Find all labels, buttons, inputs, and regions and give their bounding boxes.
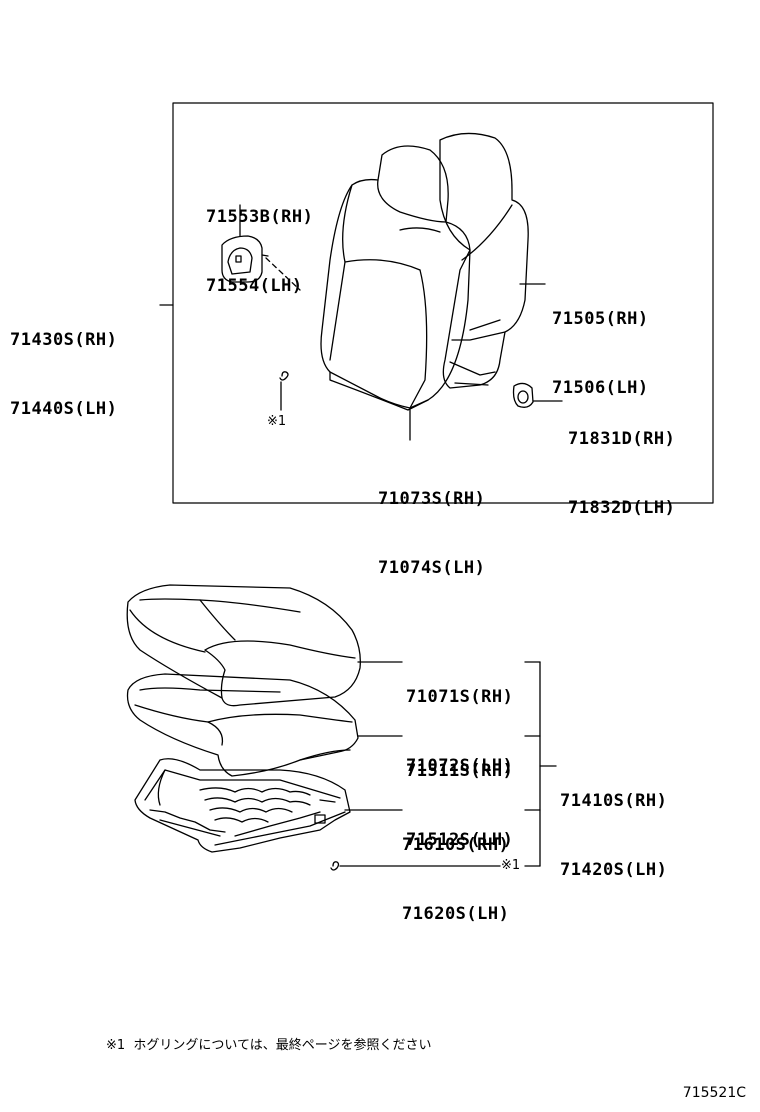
figure-number: 715521C (682, 1085, 746, 1101)
cushion-pad-lh: 71512S(LH) (406, 830, 514, 850)
cushion-assembly-lh: 71420S(LH) (560, 860, 668, 880)
cushion-cover-drawing (127, 585, 360, 706)
seatback-cover-rh: 71073S(RH) (378, 489, 486, 509)
headrest-cover-label: 71553B(RH) 71554(LH) (206, 160, 313, 321)
seatback-frame-rh: 71505(RH) (552, 309, 649, 329)
cushion-cover-lh: 71072S(LH) (406, 756, 514, 776)
clip-lh: 71832D(LH) (568, 498, 676, 518)
seatback-cover-lh: 71074S(LH) (378, 558, 486, 578)
seatback-frame-label: 71505(RH) 71506(LH) (552, 262, 649, 423)
hog-ring-ref-top: ※1 (267, 414, 287, 429)
clip-label: 71831D(RH) 71832D(LH) (568, 382, 675, 543)
seatback-assembly-lh: 71440S(LH) (10, 399, 118, 419)
hog-ring-top-icon (280, 372, 288, 410)
cushion-cover-label: 71071S(RH) 71072S(LH) (406, 640, 513, 801)
cushion-cover-rh: 71071S(RH) (406, 687, 514, 707)
cushion-pad-drawing (128, 674, 359, 776)
seatback-assembly-label: 71430S(RH) 71440S(LH) (10, 283, 117, 444)
cushion-frame-lh: 71620S(LH) (402, 904, 510, 924)
seatback-frame-lh: 71506(LH) (552, 378, 649, 398)
cushion-frame-label: 71610S(RH) 71620S(LH) (402, 788, 509, 949)
headrest-cover-lh: 71554(LH) (206, 276, 303, 296)
hog-ring-bottom-icon (331, 862, 500, 870)
footnote: ※1 ホグリングについては、最終ページを参照ください (106, 1038, 432, 1053)
seatback-group-box (173, 103, 713, 503)
cushion-assembly-label: 71410S(RH) 71420S(LH) (560, 744, 667, 905)
seatback-cover-label: 71073S(RH) 71074S(LH) (378, 442, 485, 603)
cushion-pad-label: 71511S(RH) 71512S(LH) (406, 714, 513, 875)
seatback-cover-drawing (321, 146, 470, 410)
cushion-pad-rh: 71511S(RH) (406, 761, 514, 781)
headrest-cover-dashed (266, 258, 300, 290)
headrest-cover-rh: 71553B(RH) (206, 207, 314, 227)
clip-drawing (514, 383, 563, 407)
seatback-assembly-rh: 71430S(RH) (10, 330, 118, 350)
seatback-frame-drawing (440, 133, 528, 388)
hog-ring-ref-bottom: ※1 (501, 858, 521, 873)
cushion-assembly-rh: 71410S(RH) (560, 791, 668, 811)
clip-rh: 71831D(RH) (568, 429, 676, 449)
cushion-frame-drawing (135, 759, 350, 852)
cushion-assembly-bracket (525, 662, 556, 866)
cushion-frame-rh: 71610S(RH) (402, 835, 510, 855)
